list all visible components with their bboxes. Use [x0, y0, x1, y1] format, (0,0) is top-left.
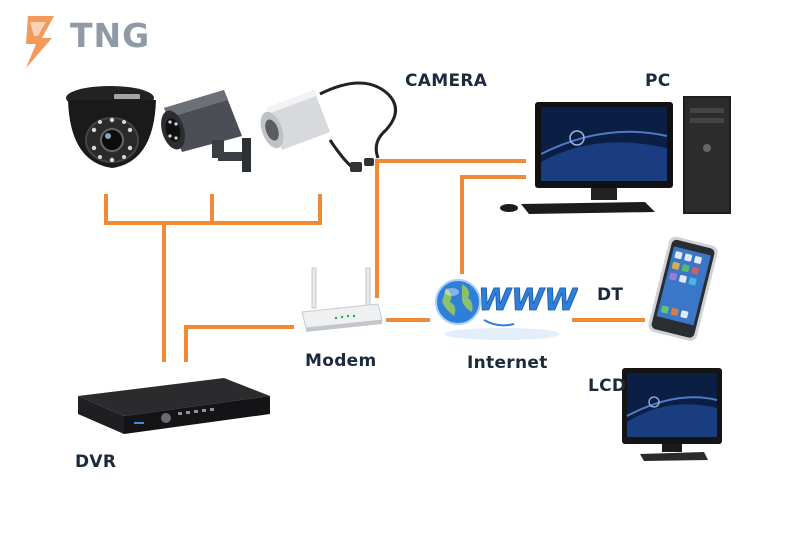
pc-icon — [500, 96, 731, 214]
dt-label: DT — [597, 285, 624, 305]
logo-text: TNG — [70, 16, 151, 55]
internet-to-pc-line — [460, 175, 526, 274]
camera-label: CAMERA — [405, 71, 488, 91]
tng-logo-icon — [26, 16, 54, 68]
www-text: WWW — [478, 283, 578, 318]
dvr-to-modem-line — [184, 325, 294, 362]
modem-label: Modem — [305, 351, 377, 371]
box-camera-icon — [260, 81, 397, 172]
dvr-label: DVR — [75, 452, 117, 472]
camera-bus-line — [104, 194, 322, 225]
dvr-device-icon — [78, 378, 270, 434]
lcd-label: LCD — [588, 376, 627, 396]
modem-router-icon — [301, 267, 383, 332]
internet-globe-icon: WWW — [435, 279, 578, 340]
phone-icon — [648, 236, 718, 341]
internet-label: Internet — [467, 353, 548, 373]
modem-to-pc-line — [375, 159, 526, 298]
lcd-monitor-icon — [622, 368, 722, 461]
pc-label: PC — [645, 71, 671, 91]
dome-camera-icon — [66, 86, 156, 168]
bullet-camera-icon — [161, 90, 251, 172]
